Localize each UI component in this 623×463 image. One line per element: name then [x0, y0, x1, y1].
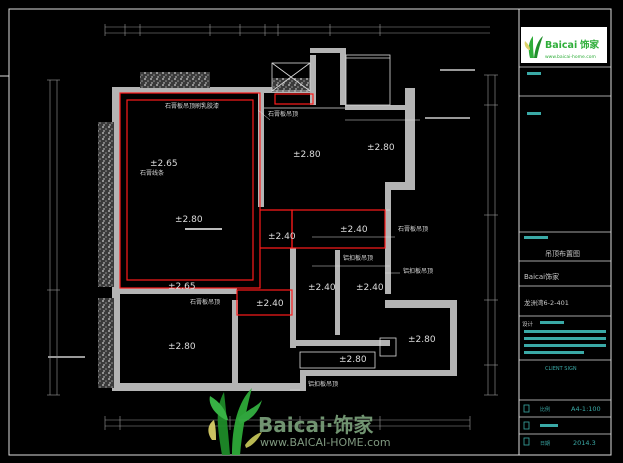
- ceiling-height-label: ±2.40: [256, 299, 284, 309]
- ceiling-note: 铝扣板吊顶: [343, 254, 373, 262]
- logo-plant-icon: [524, 36, 543, 58]
- left-dimension-lines: [47, 79, 60, 396]
- bottom-dimension-lines: [104, 416, 471, 430]
- window-strip-left-lower: [98, 298, 114, 388]
- watermark: Baicai·饰家 www.BAICAI-HOME.com: [208, 388, 391, 455]
- company-name: Baicai饰家: [524, 272, 559, 281]
- watermark-brand: Baicai·饰家: [258, 413, 374, 437]
- ceiling-height-label: ±2.40: [268, 232, 296, 242]
- ceiling-note: 铝扣板吊顶: [403, 267, 433, 275]
- scale-value: A4-1:100: [571, 405, 601, 413]
- ceiling-note: 石膏板吊顶: [268, 110, 298, 118]
- ceiling-outlines: [119, 92, 386, 316]
- client-sign-label: CLIENT SIGN: [545, 366, 577, 372]
- right-dimension-lines: [484, 74, 498, 396]
- top-dimension-lines: [104, 24, 490, 36]
- ceiling-height-label: ±2.40: [308, 283, 336, 293]
- logo-url: www.baicai-home.com: [545, 54, 596, 60]
- project-name: 龙洲湾6-2-401: [524, 298, 569, 307]
- window-strip-top-right: [272, 78, 310, 92]
- ceiling-height-label: ±2.80: [408, 335, 436, 345]
- ceiling-height-label: ±2.80: [339, 355, 367, 365]
- ceiling-note: 石膏板吊顶: [190, 298, 220, 306]
- window-strip-left-upper: [98, 122, 114, 287]
- ceiling-height-label: ±2.65: [150, 159, 178, 169]
- ceiling-note: 石膏板吊顶: [398, 225, 428, 233]
- date-label: 日期: [540, 441, 550, 447]
- ceiling-height-label: ±2.80: [293, 150, 321, 160]
- ceiling-height-label: ±2.80: [175, 215, 203, 225]
- leader-lines: [48, 69, 475, 391]
- title-block: Baicai 饰家 www.baicai-home.com 吊顶布置图 Baic…: [519, 27, 611, 447]
- ceiling-height-label: ±2.40: [356, 283, 384, 293]
- ceiling-height-label: ±2.80: [367, 143, 395, 153]
- watermark-url: www.BAICAI-HOME.com: [260, 436, 391, 449]
- logo-cn: 饰家: [579, 39, 600, 51]
- ceiling-height-label: ±2.40: [340, 225, 368, 235]
- window-strip-top: [140, 72, 210, 88]
- ceiling-note: 石膏线条: [140, 169, 164, 177]
- watermark-plant-icon: [208, 388, 262, 455]
- walls: [112, 48, 457, 391]
- ceiling-height-label: ±2.65: [168, 282, 196, 292]
- drawing-name: 吊顶布置图: [545, 249, 580, 258]
- interior-lines: [264, 54, 397, 369]
- ceiling-height-label: ±2.80: [168, 342, 196, 352]
- ceiling-note: 铝扣板吊顶: [308, 380, 338, 388]
- date-value: 2014.3: [573, 439, 596, 447]
- design-label: 设计: [522, 320, 534, 328]
- ceiling-note: 石膏板吊顶刷乳胶漆: [165, 102, 219, 110]
- logo-word: Baicai: [545, 40, 577, 51]
- scale-label: 比例: [540, 406, 550, 413]
